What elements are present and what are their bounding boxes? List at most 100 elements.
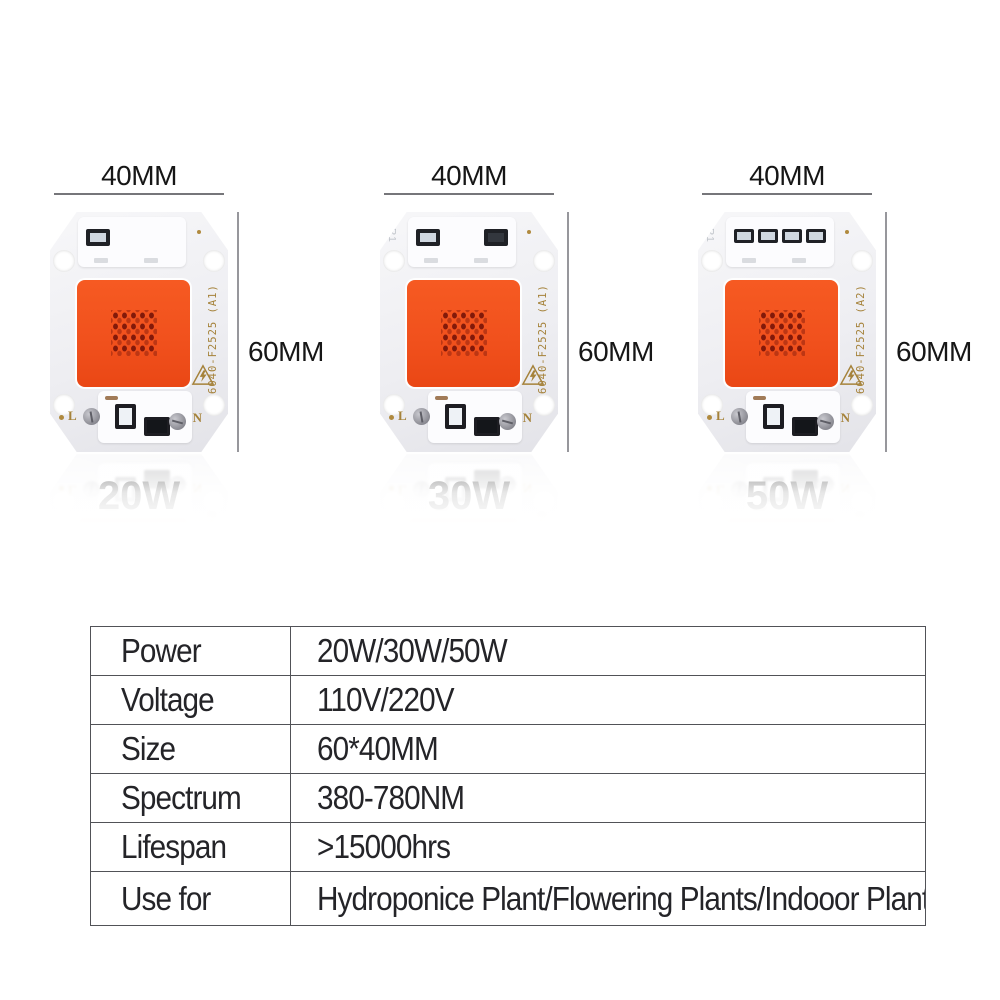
solder-pad [94, 258, 108, 263]
mounting-hole [203, 250, 225, 272]
height-dimension-line [567, 212, 569, 452]
spec-value-cell: Hydroponice Plant/Flowering Plants/Indoo… [290, 871, 926, 926]
reflection-fade [698, 454, 876, 524]
spec-value-cell: >15000hrs [290, 822, 926, 872]
table-row: Spectrum 380-780NM [90, 773, 926, 823]
width-dimension-line [54, 193, 224, 195]
mounting-hole [701, 250, 723, 272]
spec-label: Size [121, 730, 176, 767]
solder-pad [474, 258, 488, 263]
silkscreen-label: R1 [386, 228, 397, 243]
spec-value-cell: 110V/220V [290, 675, 926, 725]
spec-value: 380-780NM [317, 779, 465, 816]
led-dot-matrix [441, 310, 487, 356]
spec-label: Lifespan [121, 828, 227, 865]
mounting-hole [203, 394, 225, 416]
height-dimension-label: 60MM [896, 336, 972, 367]
spec-label: Voltage [121, 681, 215, 718]
table-row: Use for Hydroponice Plant/Flowering Plan… [90, 871, 926, 926]
terminal-dot [389, 415, 394, 420]
width-dimension-label: 40MM [749, 160, 825, 191]
led-emitting-area [725, 280, 838, 387]
via-dot [197, 230, 201, 234]
spec-value-cell: 380-780NM [290, 773, 926, 823]
high-voltage-warning-icon [839, 364, 863, 385]
spec-value: >15000hrs [317, 828, 451, 865]
smd-component [474, 417, 500, 436]
table-row: Voltage 110V/220V [90, 675, 926, 725]
terminal-dot [707, 415, 712, 420]
screw-pad [731, 408, 748, 425]
solder-pad [424, 258, 438, 263]
screw-pad [499, 413, 516, 430]
width-dimension: 40MM [698, 160, 876, 195]
terminal-l-label: L [716, 408, 725, 423]
smd-component [115, 404, 136, 429]
height-dimension-label: 60MM [578, 336, 654, 367]
driver-block-top [408, 217, 516, 267]
silkscreen-label: R1 [704, 228, 715, 243]
screw-pad [83, 408, 100, 425]
mounting-hole [701, 394, 723, 416]
table-row: Power 20W/30W/50W [90, 626, 926, 676]
led-dot-matrix [111, 310, 157, 356]
solder-pad [742, 258, 756, 263]
silkscreen-mark [105, 396, 118, 400]
smd-components [416, 229, 508, 246]
terminal-dot [59, 415, 64, 420]
spec-value-cell: 20W/30W/50W [290, 626, 926, 676]
via-dot [845, 230, 849, 234]
chip-reflection: R1 6040-F2525 (A2) L N [698, 454, 876, 524]
width-dimension-label: 40MM [101, 160, 177, 191]
via-dot [527, 230, 531, 234]
smd-components [86, 229, 178, 246]
spec-value: 110V/220V [317, 681, 455, 718]
mounting-hole [383, 394, 405, 416]
solder-pad [144, 258, 158, 263]
screw-pad [817, 413, 834, 430]
width-dimension-line [702, 193, 872, 195]
screw-pad [413, 408, 430, 425]
smd-component [763, 404, 784, 429]
spec-label: Power [121, 632, 202, 669]
terminal-l-label: L [398, 408, 407, 423]
width-dimension-label: 40MM [431, 160, 507, 191]
height-dimension-line [885, 212, 887, 452]
high-voltage-warning-icon [191, 364, 215, 385]
led-chip-photo: R1 6040-F2525 (A1) L N [380, 212, 558, 452]
spec-label: Spectrum [121, 779, 242, 816]
spec-label-cell: Lifespan [90, 822, 291, 872]
mounting-hole [851, 394, 873, 416]
solder-pad [792, 258, 806, 263]
driver-block-top [726, 217, 834, 267]
silkscreen-mark [753, 396, 766, 400]
mounting-hole [53, 250, 75, 272]
spec-value: Hydroponice Plant/Flowering Plants/Indoo… [317, 879, 926, 917]
terminal-n-label: N [840, 410, 850, 425]
spec-label-cell: Use for [90, 871, 291, 926]
driver-block-top [78, 217, 186, 267]
led-module-20w: 40MM 6040-F2525 (A1) [40, 160, 332, 525]
chip-reflection: 6040-F2525 (A1) L N [50, 454, 228, 524]
spec-value-cell: 60*40MM [290, 724, 926, 774]
led-emitting-area [407, 280, 520, 387]
reflection-fade [380, 454, 558, 524]
reflection-fade [50, 454, 228, 524]
width-dimension: 40MM [50, 160, 228, 195]
led-chip-photo: 6040-F2525 (A1) L N [50, 212, 228, 452]
chip-reflection: R1 6040-F2525 (A1) L N [380, 454, 558, 524]
mounting-hole [533, 250, 555, 272]
width-dimension: 40MM [380, 160, 558, 195]
smd-component [144, 417, 170, 436]
smd-components [734, 229, 826, 243]
height-dimension-label: 60MM [248, 336, 324, 367]
led-module-50w: 40MM R1 6040-F2525 (A2) [688, 160, 980, 525]
spec-label-cell: Power [90, 626, 291, 676]
terminal-n-label: N [522, 410, 532, 425]
width-dimension-line [384, 193, 554, 195]
terminal-l-label: L [68, 408, 77, 423]
silkscreen-mark [435, 396, 448, 400]
mounting-hole [383, 250, 405, 272]
terminal-n-label: N [192, 410, 202, 425]
